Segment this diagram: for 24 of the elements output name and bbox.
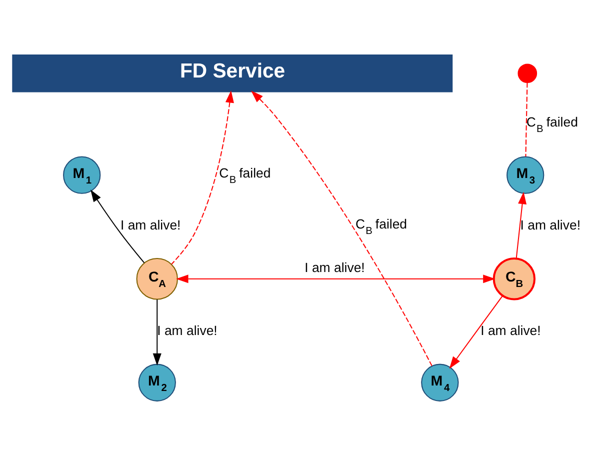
edge-label: I am alive! [304,260,365,276]
arrow [171,90,234,265]
node-circle: M$_{2}$ [138,364,176,402]
edge-label: C$_{B}$ failed [526,114,578,136]
node-circle: M$_{4}$ [421,364,459,402]
edge-label: I am alive! [520,217,581,232]
arrow [449,295,503,369]
arrow [516,192,527,258]
edge-label: C$_{B}$ failed [219,166,271,186]
edge-label: C$_{B}$ failed [355,216,408,237]
node-circle: M$_{3}$ [506,156,544,194]
node-circle: C$_{B}$ [492,258,536,300]
connector [525,82,528,157]
arrow [251,90,432,366]
node-circle: M$_{1}$ [63,156,101,194]
node-circle: C$_{A}$ [136,258,178,300]
node-cross [518,64,538,84]
edge-label: I am alive! [120,217,181,232]
arrow [176,274,496,284]
arrow [152,300,162,366]
arrow [90,190,145,264]
node-box: FD Service [12,54,453,92]
edge-label: I am alive! [480,323,541,338]
edge-label: I am alive! [157,323,218,338]
